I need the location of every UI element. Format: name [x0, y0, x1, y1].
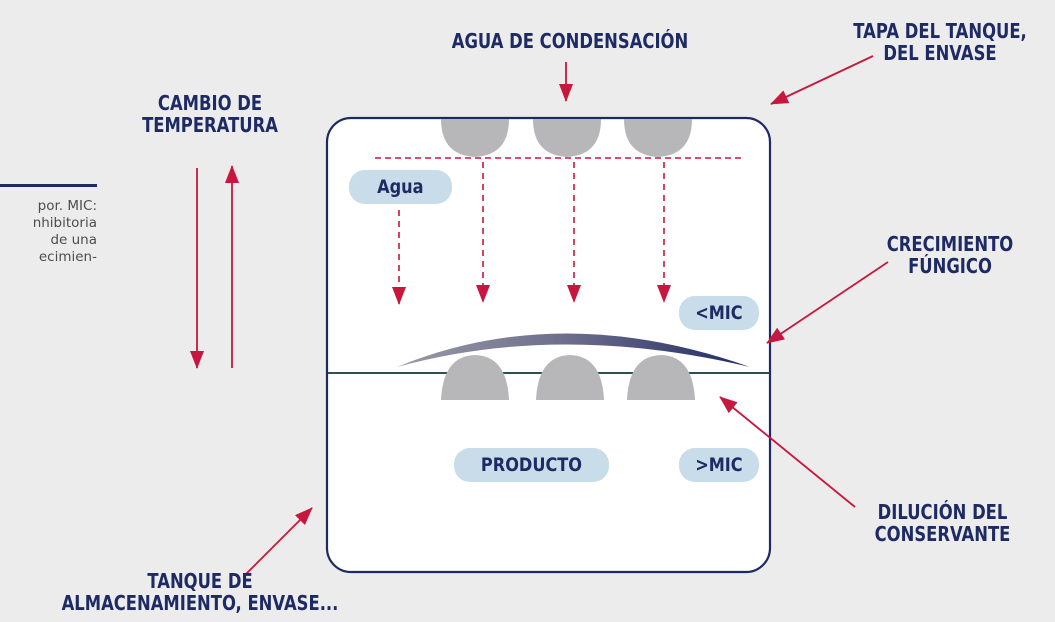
tank-lid-label: TAPA DEL TANQUE, DEL ENVASE	[842, 20, 1039, 64]
greater-than-mic-pill-text: >MIC	[695, 454, 743, 476]
fungal-arrow	[766, 261, 889, 344]
dilution-arrow	[719, 396, 856, 508]
less-than-mic-pill-text: <MIC	[695, 302, 743, 324]
preservative-dilution-label: DILUCIÓN DEL CONSERVANTE	[867, 501, 1019, 545]
preservative-dilution-label-line: DILUCIÓN DEL	[877, 500, 1008, 524]
pointer-arrows	[190, 55, 889, 576]
condensation-droplets	[441, 119, 692, 157]
droplet-top-3	[624, 119, 692, 157]
tank-lid-label-line: DEL ENVASE	[883, 41, 997, 65]
lid-arrow	[770, 55, 874, 105]
product-pill-text: PRODUCTO	[480, 454, 583, 476]
storage-tank-label-line: ALMACENAMIENTO, ENVASE...	[61, 591, 339, 615]
storage-tank-label: TANQUE DE ALMACENAMIENTO, ENVASE...	[61, 570, 340, 614]
side-note-rule	[0, 184, 97, 187]
droplet-top-1	[441, 119, 509, 157]
falling-water-arrows	[392, 162, 671, 305]
temperature-change-label-line: CAMBIO DE	[157, 91, 263, 115]
droplet-bottom-1	[441, 355, 509, 400]
fungal-growth-layer	[397, 333, 750, 367]
droplet-bottom-2	[536, 355, 604, 400]
side-note-line: por. MIC:	[37, 198, 97, 214]
side-note-text: por. MIC: nhibitoria de una ecimien-	[0, 198, 97, 266]
tank-arrow	[244, 507, 313, 576]
storage-tank-label-line: TANQUE DE	[147, 569, 253, 593]
fungal-growth-label-line: CRECIMIENTO	[886, 232, 1014, 256]
tank-lid-label-line: TAPA DEL TANQUE,	[853, 19, 1027, 43]
tank-container	[325, 116, 772, 574]
product-pill: PRODUCTO	[454, 448, 609, 482]
fungal-growth-label: CRECIMIENTO FÚNGICO	[876, 233, 1024, 277]
side-note-line: ecimien-	[38, 249, 97, 265]
side-note-line: nhibitoria	[32, 215, 97, 231]
less-than-mic-pill: <MIC	[679, 296, 759, 330]
droplet-bottom-3	[627, 355, 695, 400]
fungal-growth-label-line: FÚNGICO	[908, 254, 992, 278]
droplet-top-2	[533, 119, 601, 157]
temperature-change-label: CAMBIO DE TEMPERATURA	[136, 92, 284, 136]
greater-than-mic-pill: >MIC	[679, 448, 759, 482]
water-pill: Agua	[349, 170, 452, 204]
temperature-change-label-line: TEMPERATURA	[142, 113, 278, 137]
surface-droplets	[441, 355, 695, 400]
side-note: por. MIC: nhibitoria de una ecimien-	[0, 184, 97, 266]
water-pill-text: Agua	[377, 176, 424, 198]
condensation-water-label: AGUA DE CONDENSACIÓN	[451, 29, 689, 53]
side-note-line: de una	[50, 232, 97, 248]
preservative-dilution-label-line: CONSERVANTE	[874, 522, 1011, 546]
